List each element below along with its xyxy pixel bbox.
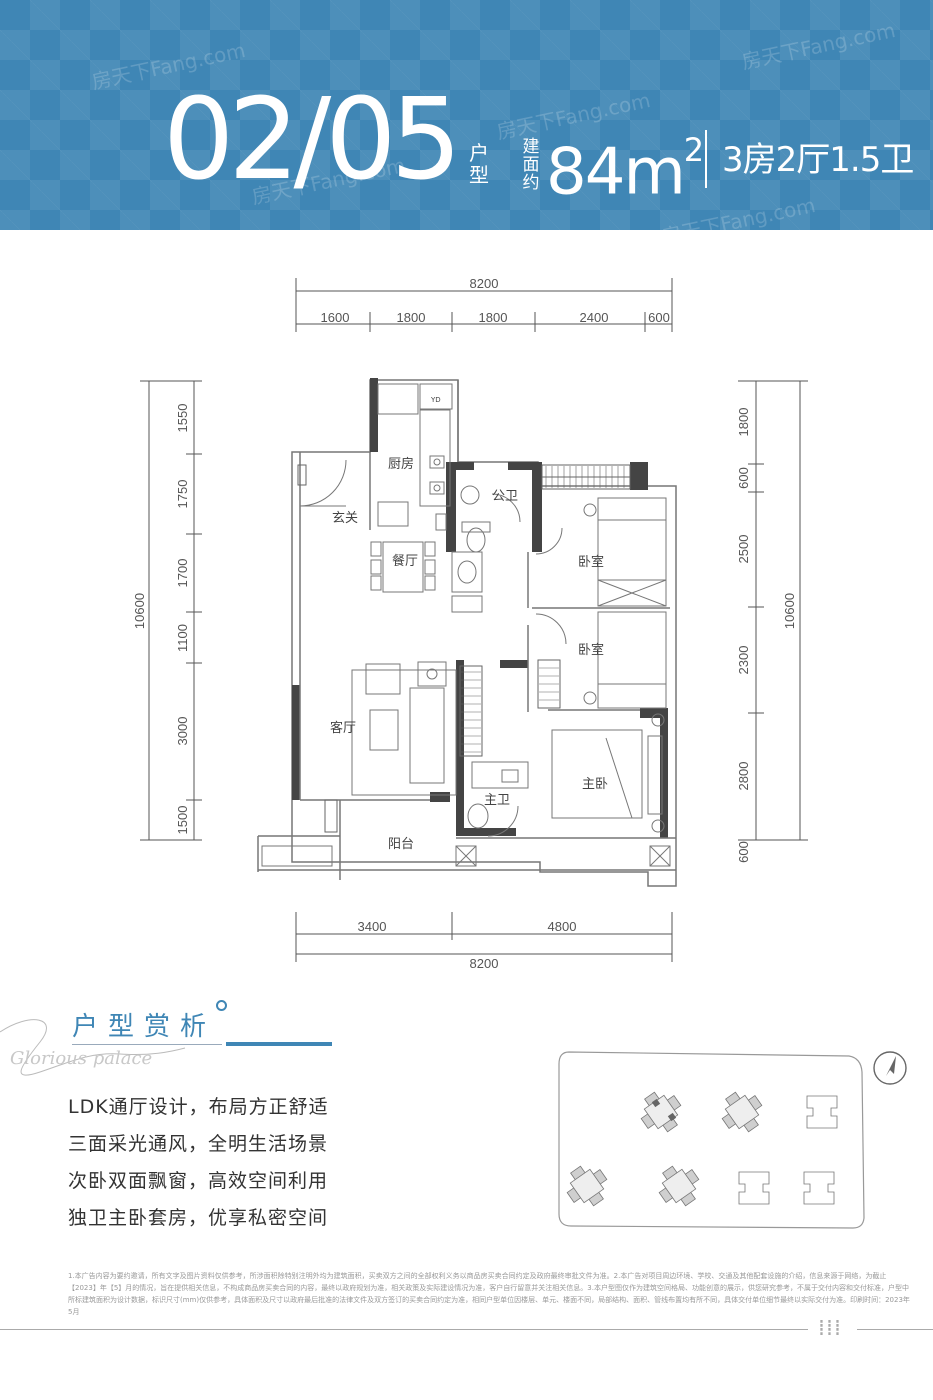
footer-mark: ⁞⁞⁞ [818, 1316, 842, 1341]
room-bedroom: 卧室 [578, 554, 604, 570]
disclaimer-text: 1.本广告内容为要约邀请，所有文字及图片资料仅供参考，所涉面积除特别注明外均为建… [68, 1272, 910, 1316]
dim-right-seg: 2300 [736, 646, 751, 675]
building [721, 1091, 763, 1133]
room-dining: 餐厅 [392, 553, 418, 569]
feature-item: 三面采光通风，全明生活场景 [68, 1133, 329, 1155]
room-bedroom: 卧室 [578, 642, 604, 658]
building [658, 1165, 700, 1207]
room-living: 客厅 [330, 720, 356, 736]
dim-left-seg: 1550 [175, 404, 190, 433]
dim-left-seg: 3000 [175, 717, 190, 746]
building [640, 1091, 682, 1133]
dim-left-total: 10600 [132, 593, 147, 629]
area-label: 建面约 [522, 137, 540, 193]
footer-line [0, 1329, 808, 1330]
room-public-bath: 公卫 [492, 489, 518, 504]
dim-right-total: 10600 [782, 593, 797, 629]
header-banner: 房天下Fang.com 房天下Fang.com 房天下Fang.com 房天下F… [0, 0, 933, 230]
room-kitchen: 厨房 [388, 456, 414, 472]
room-balcony: 阳台 [388, 837, 414, 852]
dim-top-seg: 600 [648, 310, 670, 325]
dim-top-seg: 1800 [479, 310, 508, 325]
walls [257, 378, 677, 887]
degree-mark [216, 1000, 227, 1011]
building [566, 1165, 608, 1207]
building [738, 1171, 770, 1205]
title-underline [72, 1044, 222, 1045]
dim-top-total: 8200 [470, 276, 499, 291]
dimension-labels: 8200 1600 1800 1800 2400 600 3400 4800 8… [132, 276, 797, 971]
dim-bottom-total: 8200 [470, 956, 499, 971]
area-value: 84m2 [546, 131, 704, 210]
floor-plan: 8200 1600 1800 1800 2400 600 3400 4800 8… [132, 276, 808, 971]
room-master-bed: 主卧 [582, 777, 608, 792]
highlight-units [651, 1098, 677, 1122]
dim-bottom-seg: 4800 [548, 919, 577, 934]
room-yd: YD [430, 396, 441, 404]
dim-right-seg: 1800 [736, 408, 751, 437]
dimension-lines [140, 278, 808, 962]
section-title: 户型赏析 [72, 1012, 217, 1042]
dim-right-seg: 600 [736, 841, 751, 863]
feature-item: 独卫主卧套房，优享私密空间 [68, 1207, 329, 1229]
dim-right-seg: 2800 [736, 762, 751, 791]
dim-left-seg: 1700 [175, 559, 190, 588]
dim-left-seg: 1100 [175, 624, 190, 652]
dim-left-seg: 1750 [175, 480, 190, 509]
furniture [261, 383, 671, 867]
unit-number: 02/05 [163, 75, 462, 205]
site-plan [558, 1051, 865, 1229]
building [806, 1095, 838, 1129]
header-divider [705, 130, 707, 188]
footer-line [857, 1329, 933, 1330]
title-accent-bar [226, 1042, 332, 1046]
feature-item: LDK通厅设计，布局方正舒适 [68, 1096, 329, 1118]
room-master-bath: 主卫 [484, 793, 510, 808]
dim-top-seg: 2400 [580, 310, 609, 325]
dim-bottom-seg: 3400 [358, 919, 387, 934]
unit-type-label: 户型 [469, 141, 489, 187]
room-count: 3房2厅1.5卫 [722, 140, 914, 180]
building [803, 1171, 835, 1205]
room-foyer: 玄关 [332, 511, 358, 526]
script-text: Glorious palace [10, 1048, 152, 1069]
dim-left-seg: 1500 [175, 806, 190, 835]
watermark: 房天下Fang.com [739, 17, 898, 74]
compass-icon [873, 1051, 907, 1085]
dim-top-seg: 1600 [321, 310, 350, 325]
feature-item: 次卧双面飘窗，高效空间利用 [68, 1170, 329, 1192]
room-labels: 厨房 玄关 餐厅 公卫 卧室 卧室 客厅 主卫 主卧 阳台 YD [330, 396, 608, 852]
dim-right-seg: 600 [736, 467, 751, 489]
dim-right-seg: 2500 [736, 535, 751, 564]
dim-top-seg: 1800 [397, 310, 426, 325]
script-decoration: Glorious palace [0, 1019, 186, 1076]
